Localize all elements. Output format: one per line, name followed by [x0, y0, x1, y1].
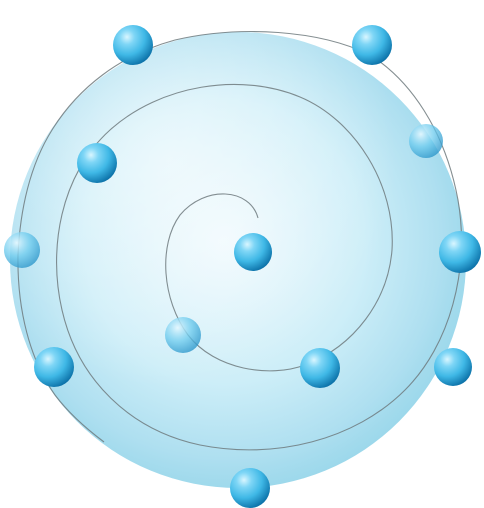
sphere-right — [439, 231, 481, 273]
sphere-upper-left-mid — [77, 143, 117, 183]
sphere-lower-right — [434, 348, 472, 386]
sphere-top-left — [113, 25, 153, 65]
sphere-inner-bottom-right — [300, 348, 340, 388]
sphere-bottom — [230, 468, 270, 508]
sphere-top-right — [352, 25, 392, 65]
sphere-upper-right — [409, 124, 443, 158]
sphere-lower-left — [34, 347, 74, 387]
sphere-inner-left — [165, 317, 201, 353]
sphere-left — [4, 232, 40, 268]
sphere-center — [234, 233, 272, 271]
